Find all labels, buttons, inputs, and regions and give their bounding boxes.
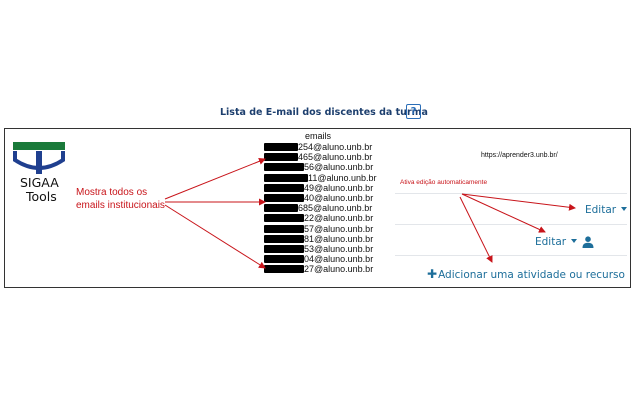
moodle-url: https://aprender3.unb.br/ <box>481 152 558 159</box>
logo-title-line2: Tools <box>26 189 57 204</box>
email-text: 56@aluno.unb.br <box>304 162 374 173</box>
email-text: 254@aluno.unb.br <box>298 142 373 152</box>
redaction-mark <box>264 234 304 243</box>
redaction-mark <box>264 204 298 213</box>
email-row: 254@aluno.unb.br <box>264 142 394 152</box>
redaction-mark <box>264 153 298 162</box>
redaction-mark <box>264 143 298 151</box>
email-row: 40@aluno.unb.br <box>264 193 394 203</box>
editar-label: Editar <box>585 204 617 216</box>
email-row: 81@aluno.unb.br <box>264 234 394 244</box>
redaction-mark <box>264 183 304 192</box>
add-activity-label: Adicionar uma atividade ou recurso <box>438 269 625 281</box>
email-text: 27@aluno.unb.br <box>304 264 374 275</box>
redaction-mark <box>264 244 304 253</box>
add-activity-link[interactable]: ✚Adicionar uma atividade ou recurso <box>427 267 625 281</box>
user-icon[interactable] <box>582 236 594 248</box>
logo-title-line1: SIGAA <box>20 175 59 190</box>
email-text: 49@aluno.unb.br <box>304 182 374 193</box>
redaction-mark <box>264 214 304 223</box>
emails-annotation-line2: emails institucionais <box>76 199 165 211</box>
email-row: 53@aluno.unb.br <box>264 244 394 254</box>
email-row: 22@aluno.unb.br <box>264 213 394 223</box>
email-row: 685@aluno.unb.br <box>264 203 394 213</box>
email-row: 57@aluno.unb.br <box>264 224 394 234</box>
email-text: 11@aluno.unb.br <box>308 172 377 183</box>
email-row: 56@aluno.unb.br <box>264 162 394 172</box>
email-text: 685@aluno.unb.br <box>298 203 373 214</box>
email-row: 27@aluno.unb.br <box>264 264 394 274</box>
chevron-down-icon <box>621 207 628 211</box>
divider <box>395 193 627 194</box>
redaction-mark <box>264 163 304 172</box>
auto-edit-annotation: Ativa edição automaticamente <box>400 179 488 186</box>
divider <box>395 224 627 225</box>
emails-annotation-line1: Mostra todos os <box>76 187 148 198</box>
chevron-down-icon <box>571 239 578 243</box>
redaction-mark <box>264 255 304 264</box>
divider <box>395 255 627 256</box>
email-text: 53@aluno.unb.br <box>304 243 374 254</box>
email-text: 57@aluno.unb.br <box>304 223 374 234</box>
redaction-mark <box>264 173 308 182</box>
email-text: 04@aluno.unb.br <box>304 254 374 265</box>
redaction-mark <box>264 193 304 202</box>
emails-annotation: Mostra todos os emails institucionais <box>76 187 165 212</box>
email-row: 465@aluno.unb.br <box>264 152 394 162</box>
plus-icon: ✚ <box>427 267 438 281</box>
redaction-mark <box>264 265 304 274</box>
heading-row: Lista de E-mail dos discentes da turma ? <box>0 104 640 124</box>
emails-column-header: emails <box>305 131 332 141</box>
sigaa-logo-icon <box>13 142 65 174</box>
email-text: 22@aluno.unb.br <box>304 213 374 224</box>
email-text: 81@aluno.unb.br <box>304 233 374 244</box>
email-text: 465@aluno.unb.br <box>298 152 373 163</box>
editar-label: Editar <box>535 236 567 248</box>
editar-button-secondary[interactable]: Editar <box>535 236 578 248</box>
email-row: 49@aluno.unb.br <box>264 183 394 193</box>
email-row: 04@aluno.unb.br <box>264 254 394 264</box>
email-row: 11@aluno.unb.br <box>264 173 394 183</box>
editar-button[interactable]: Editar <box>585 204 628 216</box>
redaction-mark <box>264 224 304 233</box>
email-text: 40@aluno.unb.br <box>304 192 374 203</box>
page-title: Lista de E-mail dos discentes da turma <box>220 107 428 118</box>
help-icon[interactable]: ? <box>406 104 421 119</box>
email-list: 254@aluno.unb.br 465@aluno.unb.br 56@alu… <box>264 142 394 274</box>
